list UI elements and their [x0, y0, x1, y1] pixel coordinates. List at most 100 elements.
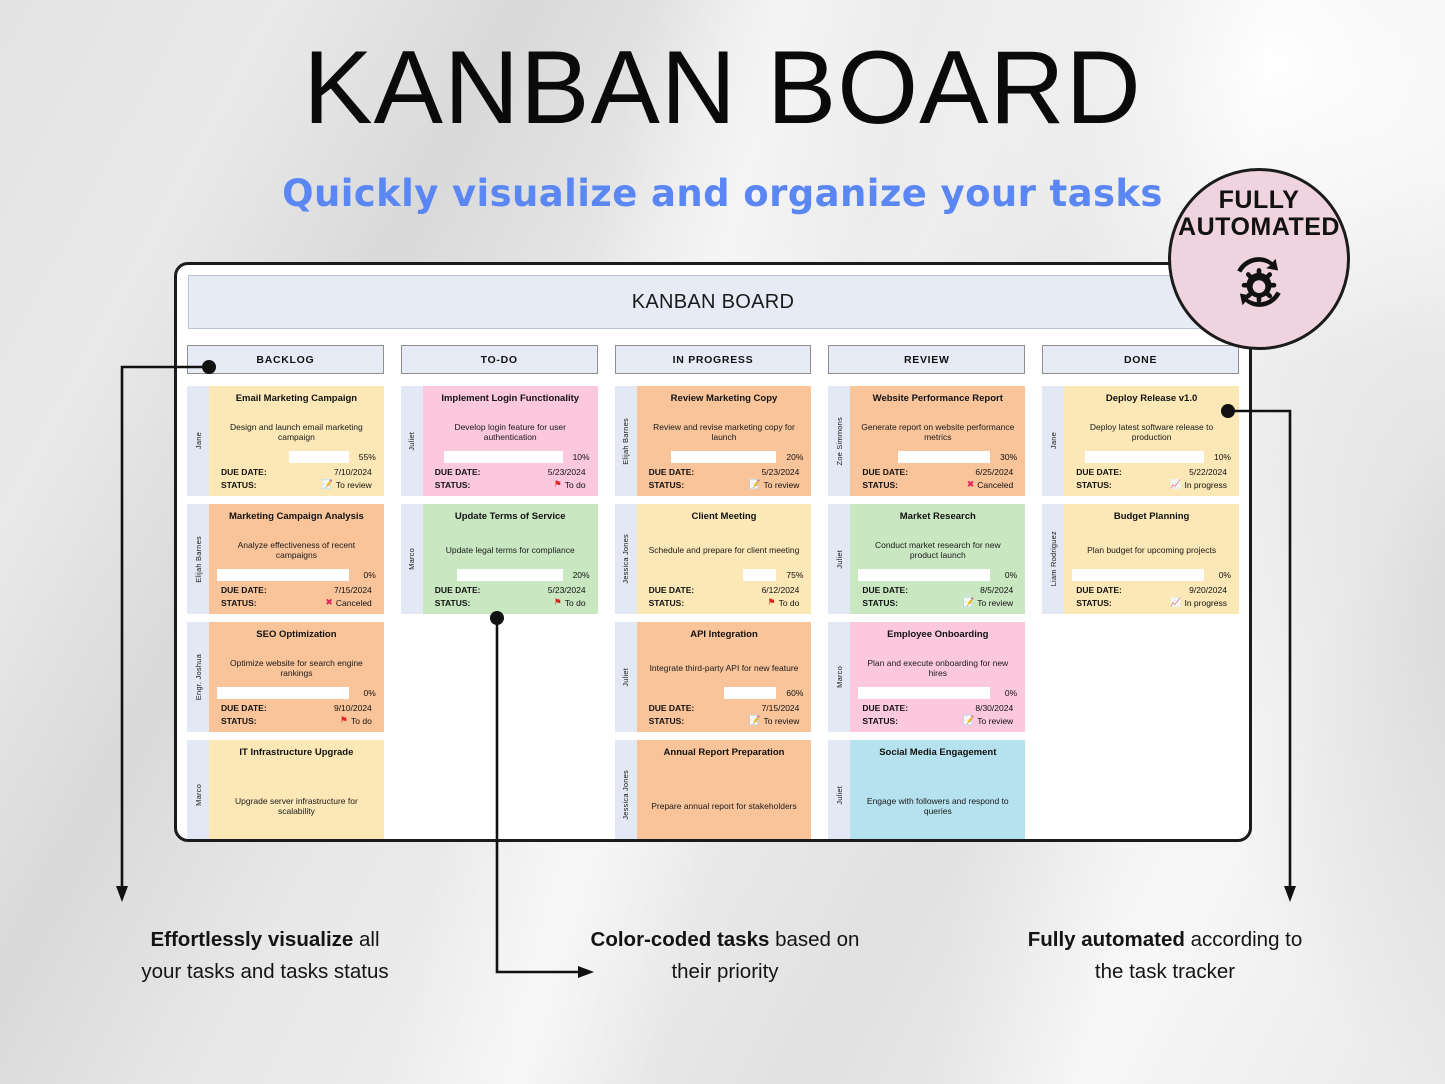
card-title: Review Marketing Copy [670, 393, 778, 404]
status-text: To do [564, 479, 586, 490]
card-description: Develop login feature for user authentic… [454, 421, 566, 443]
card-status-row: STATUS:📈In progress [1072, 479, 1231, 491]
card-progress: 0% [217, 569, 376, 582]
due-date-value: 5/23/2024 [547, 467, 586, 478]
card-progress: 10% [1072, 451, 1231, 464]
column-header-in-progress[interactable]: IN PROGRESS [614, 345, 812, 374]
card-status-row: STATUS: ⚑To do [431, 597, 590, 609]
card-due-row: DUE DATE:7/10/2024 [217, 466, 376, 478]
status-label: STATUS: [221, 597, 257, 608]
status-badge: ⚑To do [554, 597, 586, 609]
due-date-value: 6/12/2024 [761, 585, 800, 596]
card-title: API Integration [690, 629, 758, 640]
window-title: KANBAN BOARD [188, 275, 1238, 329]
card-due-row: DUE DATE:5/23/2024 [431, 466, 590, 478]
card-owner: Jane [1042, 386, 1065, 496]
card-owner-label: Jessica Jones [621, 534, 631, 584]
progress-percent: 30% [1000, 452, 1018, 463]
status-badge: 📝To review [322, 479, 372, 491]
to-review-icon: 📝 [963, 597, 975, 608]
caption-visualize-bold: Effortlessly visualize [150, 928, 354, 951]
card-due-row: DUE DATE:6/12/2024 [645, 584, 804, 596]
status-badge: ⚑To do [554, 479, 586, 491]
column-header-to-do[interactable]: TO-DO [400, 345, 598, 374]
to-do-icon: ⚑ [767, 597, 776, 608]
column-header-review[interactable]: REVIEW [828, 345, 1026, 374]
progress-percent: 0% [1218, 570, 1231, 581]
status-badge: ⚑To do [340, 715, 372, 727]
status-text: In progress [1184, 597, 1227, 608]
status-label: STATUS: [648, 715, 685, 726]
caption-color-coded-rest: based on [769, 928, 860, 951]
card-due-row: DUE DATE:5/23/2024 [645, 466, 804, 478]
card-owner-label: Juliet [407, 431, 417, 451]
due-date-value: 9/20/2024 [1189, 585, 1227, 596]
card-title: Deploy Release v1.0 [1105, 393, 1198, 404]
column-header-backlog[interactable]: BACKLOG [187, 345, 384, 374]
card-title: Website Performance Report [872, 393, 1003, 404]
card-owner-label: Elijah Barnes [193, 535, 203, 583]
card-title: Budget Planning [1113, 511, 1190, 522]
status-text: To review [763, 479, 800, 490]
status-badge: ✖Canceled [967, 479, 1013, 491]
progress-bar-fill [644, 451, 671, 464]
card-owner-label: Jessica Jones [621, 770, 631, 820]
to-do-icon: ⚑ [553, 597, 562, 608]
card-owner-label: Juliet [834, 785, 844, 805]
due-date-value: 6/25/2024 [975, 467, 1014, 478]
to-review-icon: 📝 [321, 479, 333, 490]
due-date-label: DUE DATE: [648, 703, 695, 714]
progress-percent: 55% [358, 452, 376, 463]
progress-percent: 0% [363, 570, 376, 581]
due-date-value: 7/15/2024 [761, 703, 800, 714]
status-label: STATUS: [434, 597, 471, 608]
card-due-row: DUE DATE: 7/15/2024 [645, 702, 804, 714]
gear-refresh-icon [1237, 257, 1281, 307]
status-label: STATUS: [1076, 597, 1112, 608]
column-header-done[interactable]: DONE [1042, 345, 1239, 374]
due-date-label: DUE DATE: [862, 585, 909, 596]
card-owner: Juliet [828, 740, 851, 839]
progress-bar-fill [430, 569, 458, 582]
status-text: To review [763, 715, 800, 726]
card-title: Annual Report Preparation [663, 747, 785, 758]
progress-bar [858, 687, 991, 700]
card-owner: Jessica Jones [614, 504, 637, 614]
card-status-row: STATUS:📝To review [858, 597, 1017, 609]
due-date-label: DUE DATE: [221, 467, 267, 478]
status-badge: 📝To review [963, 597, 1013, 609]
card-status-row: STATUS:✖Canceled [858, 479, 1017, 491]
card-owner: Elijah Barnes [187, 504, 209, 614]
to-do-icon: ⚑ [339, 715, 348, 726]
card-description: Schedule and prepare for client meeting [648, 545, 800, 556]
card-description: Conduct market research for new product … [874, 539, 1001, 561]
card-owner: Marco [400, 504, 423, 614]
progress-bar [430, 569, 563, 582]
caption-color-coded-bold: Color-coded tasks [590, 928, 770, 951]
card-owner: Juliet [400, 386, 423, 496]
